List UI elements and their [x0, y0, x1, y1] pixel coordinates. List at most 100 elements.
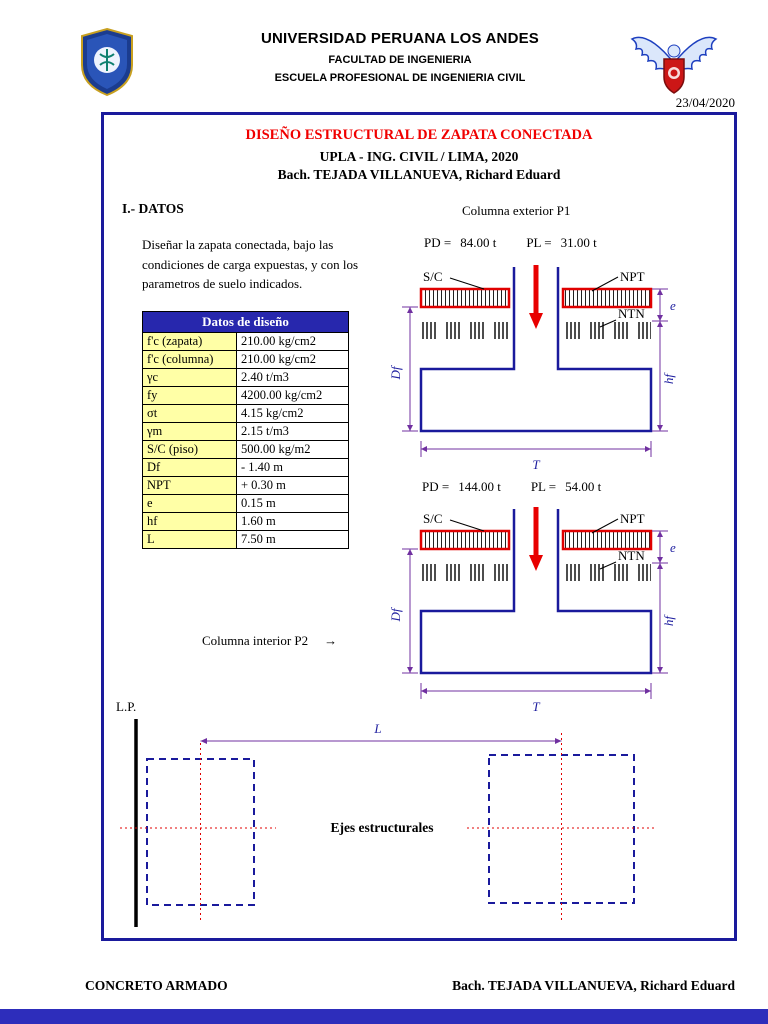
sc-label: S/C	[423, 511, 443, 526]
footing-diagram-p1: S/C NPT NTN e hf Df	[388, 265, 676, 472]
p1-pd-value: 84.00 t	[460, 235, 497, 250]
param-value: 210.00 kg/cm2	[236, 350, 349, 369]
eagle-emblem-icon	[628, 29, 720, 106]
soil-strips	[421, 563, 651, 581]
dimension-e: e	[652, 530, 676, 564]
t-dim-label: T	[532, 699, 540, 714]
document-title: DISEÑO ESTRUCTURAL DE ZAPATA CONECTADA	[245, 127, 593, 143]
load-arrow-icon	[529, 265, 543, 329]
upla-crest-icon	[79, 27, 135, 102]
school-name: ESCUELA PROFESIONAL DE INGENIERIA CIVIL	[274, 72, 526, 84]
table-row: f'c (zapata)210.00 kg/cm2	[142, 332, 349, 351]
e-dim-label: e	[670, 540, 676, 555]
footing-outline	[419, 267, 653, 433]
p2-pd-value: 144.00 t	[458, 479, 501, 494]
param-label: f'c (columna)	[142, 350, 237, 369]
npt-label: NPT	[620, 269, 645, 284]
dimension-df: Df	[388, 548, 418, 674]
l-dim-label: L	[373, 721, 381, 736]
dimension-t: T	[420, 441, 652, 472]
e-dim-label: e	[670, 298, 676, 313]
dimension-t: T	[420, 683, 652, 714]
lp-label: L.P.	[116, 699, 136, 714]
df-dim-label: Df	[388, 606, 403, 622]
document-date: 23/04/2020	[675, 95, 735, 110]
intro-paragraph: Diseñar la zapata conectada, bajo las co…	[142, 237, 358, 291]
table-row: Df- 1.40 m	[142, 458, 349, 477]
ntn-label: NTN	[618, 548, 645, 563]
loads-p1: PD = 84.00 t PL = 31.00 t	[424, 235, 597, 251]
sc-label: S/C	[423, 269, 443, 284]
section-heading-datos: I.- DATOS	[122, 201, 184, 216]
university-name: UNIVERSIDAD PERUANA LOS ANDES	[260, 30, 540, 47]
dimension-l: L	[200, 721, 562, 744]
param-label: NPT	[142, 476, 237, 495]
faculty-name: FACULTAD DE INGENIERIA	[328, 54, 472, 66]
hf-dim-label: hf	[661, 372, 676, 385]
level-labels: S/C NPT NTN	[423, 269, 645, 328]
structural-axes-diagram: L.P. L Ejes estructurales	[116, 699, 654, 927]
document-sheet: DISEÑO ESTRUCTURAL DE ZAPATA CONECTADA U…	[101, 112, 737, 941]
page-bottom-bar	[0, 1009, 768, 1024]
param-label: σt	[142, 404, 237, 423]
dimension-hf: hf	[652, 321, 676, 432]
load-arrow-icon	[529, 507, 543, 571]
footing-diagram-p2: S/C NPT NTN e hf Df	[388, 507, 676, 714]
param-value: - 1.40 m	[236, 458, 349, 477]
axis-centerlines	[120, 733, 654, 923]
interior-column-text: Columna interior P2	[202, 633, 309, 648]
param-value: 0.15 m	[236, 494, 349, 513]
header-text-block: UNIVERSIDAD PERUANA LOS ANDES FACULTAD D…	[150, 30, 650, 84]
df-dim-label: Df	[388, 364, 403, 380]
p2-pl-value: 54.00 t	[565, 479, 602, 494]
document-subtitle-1: UPLA - ING. CIVIL / LIMA, 2020	[319, 149, 519, 164]
footer-course-title: CONCRETO ARMADO	[85, 978, 228, 993]
right-arrow-icon: →	[324, 633, 338, 648]
p1-pl-value: 31.00 t	[560, 235, 597, 250]
p2-pl-label: PL =	[530, 479, 557, 494]
design-data-table: Datos de diseño f'c (zapata)210.00 kg/cm…	[142, 311, 349, 549]
level-labels: S/C NPT NTN	[423, 511, 645, 570]
table-row: f'c (columna)210.00 kg/cm2	[142, 350, 349, 369]
crest-shield	[81, 27, 133, 97]
loads-p2: PD = 144.00 t PL = 54.00 t	[422, 479, 601, 495]
interior-column-label: Columna interior P2 →	[202, 633, 337, 649]
footing-outline	[419, 509, 653, 675]
table-header-row: Datos de diseño	[142, 311, 349, 333]
param-label: S/C (piso)	[142, 440, 237, 459]
param-value: 7.50 m	[236, 530, 349, 549]
param-value: + 0.30 m	[236, 476, 349, 495]
param-value: 4200.00 kg/cm2	[236, 386, 349, 405]
dimension-df: Df	[388, 306, 418, 432]
param-value: 2.15 t/m3	[236, 422, 349, 441]
param-value: 500.00 kg/m2	[236, 440, 349, 459]
p1-pl-label: PL =	[526, 235, 552, 250]
t-dim-label: T	[532, 457, 540, 472]
table-row: NPT+ 0.30 m	[142, 476, 349, 495]
param-label: γm	[142, 422, 237, 441]
slab-strips	[419, 287, 653, 309]
soil-strips	[421, 321, 651, 339]
p1-pd-label: PD =	[424, 235, 452, 250]
param-value: 2.40 t/m3	[236, 368, 349, 387]
npt-label: NPT	[620, 511, 645, 526]
dimension-hf: hf	[652, 563, 676, 674]
ntn-label: NTN	[618, 306, 645, 321]
param-label: e	[142, 494, 237, 513]
param-value: 1.60 m	[236, 512, 349, 531]
param-label: L	[142, 530, 237, 549]
eagle-shield	[663, 58, 685, 94]
slab-strips	[419, 529, 653, 551]
param-label: γc	[142, 368, 237, 387]
document-subtitle-2: Bach. TEJADA VILLANUEVA, Richard Eduard	[277, 167, 561, 182]
exterior-column-label: Columna exterior P1	[462, 203, 571, 218]
table-row: S/C (piso)500.00 kg/m2	[142, 440, 349, 459]
table-title: Datos de diseño	[142, 311, 349, 333]
